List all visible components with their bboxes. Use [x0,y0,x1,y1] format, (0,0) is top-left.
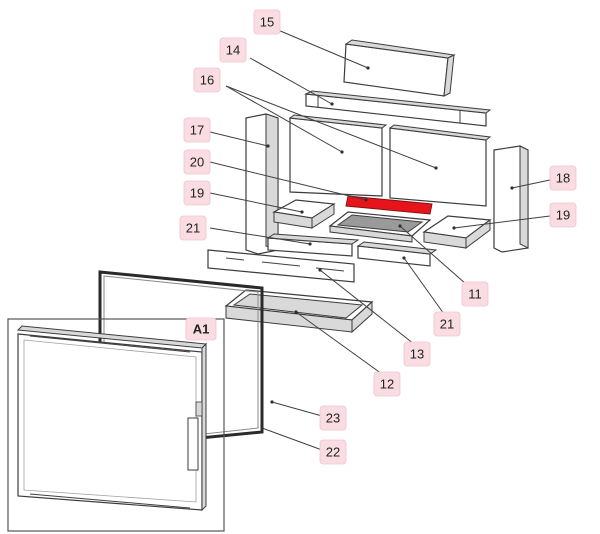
callout-15: 15 [253,9,281,35]
part-21-front-brick-right [356,241,438,267]
callout-12-text: 12 [380,377,394,392]
callout-21-right-text: 21 [440,317,454,332]
part-17-left-side-brick [245,113,279,255]
inset-label-a1: A1 [185,317,217,341]
part-16-rear-panel-left [288,114,388,197]
part-15-top-baffle [343,39,456,97]
callout-19-right: 19 [549,202,577,228]
part-19-floor-brick-left [272,199,336,229]
callout-19-left-text: 19 [190,186,204,201]
part-16-rear-panel-right [388,124,492,207]
callout-22: 22 [319,439,347,465]
callout-12: 12 [373,371,401,397]
part-13-deflector-plate [207,249,355,283]
callout-18: 18 [549,165,577,191]
callout-20-text: 20 [190,155,204,170]
part-11-grate-tray [328,211,432,243]
part-19-floor-brick-right [422,215,492,249]
part-18-right-side-brick [493,145,529,253]
callout-11: 11 [461,281,489,307]
callout-23: 23 [319,405,347,431]
callout-23-text: 23 [326,411,340,426]
callout-21-left-text: 21 [186,221,200,236]
callout-14: 14 [219,37,247,63]
callout-13-text: 13 [410,347,424,362]
part-12-ash-pan [224,289,374,334]
leader-lines [209,29,551,451]
inset-label-text: A1 [193,322,210,337]
callouts: 15 14 16 17 20 19 18 19 [179,9,577,465]
callout-11-text: 11 [468,287,482,302]
callout-21-left: 21 [179,215,207,241]
callout-22-text: 22 [326,445,340,460]
callout-17-text: 17 [190,123,204,138]
callout-14-text: 14 [226,43,240,58]
callout-17: 17 [183,117,211,143]
part-21-front-brick-left [266,233,360,257]
callout-18-text: 18 [556,171,570,186]
callout-16-text: 16 [200,73,214,88]
callout-20: 20 [183,149,211,175]
inset-a1-frame [7,318,225,532]
callout-21-right: 21 [433,311,461,337]
callout-15-text: 15 [260,15,274,30]
callout-16: 16 [193,67,221,93]
callout-19-right-text: 19 [556,208,570,223]
part-14-baffle-support [304,90,492,127]
door-assembly [16,325,208,512]
callout-19-left: 19 [183,180,211,206]
callout-13: 13 [403,341,431,367]
